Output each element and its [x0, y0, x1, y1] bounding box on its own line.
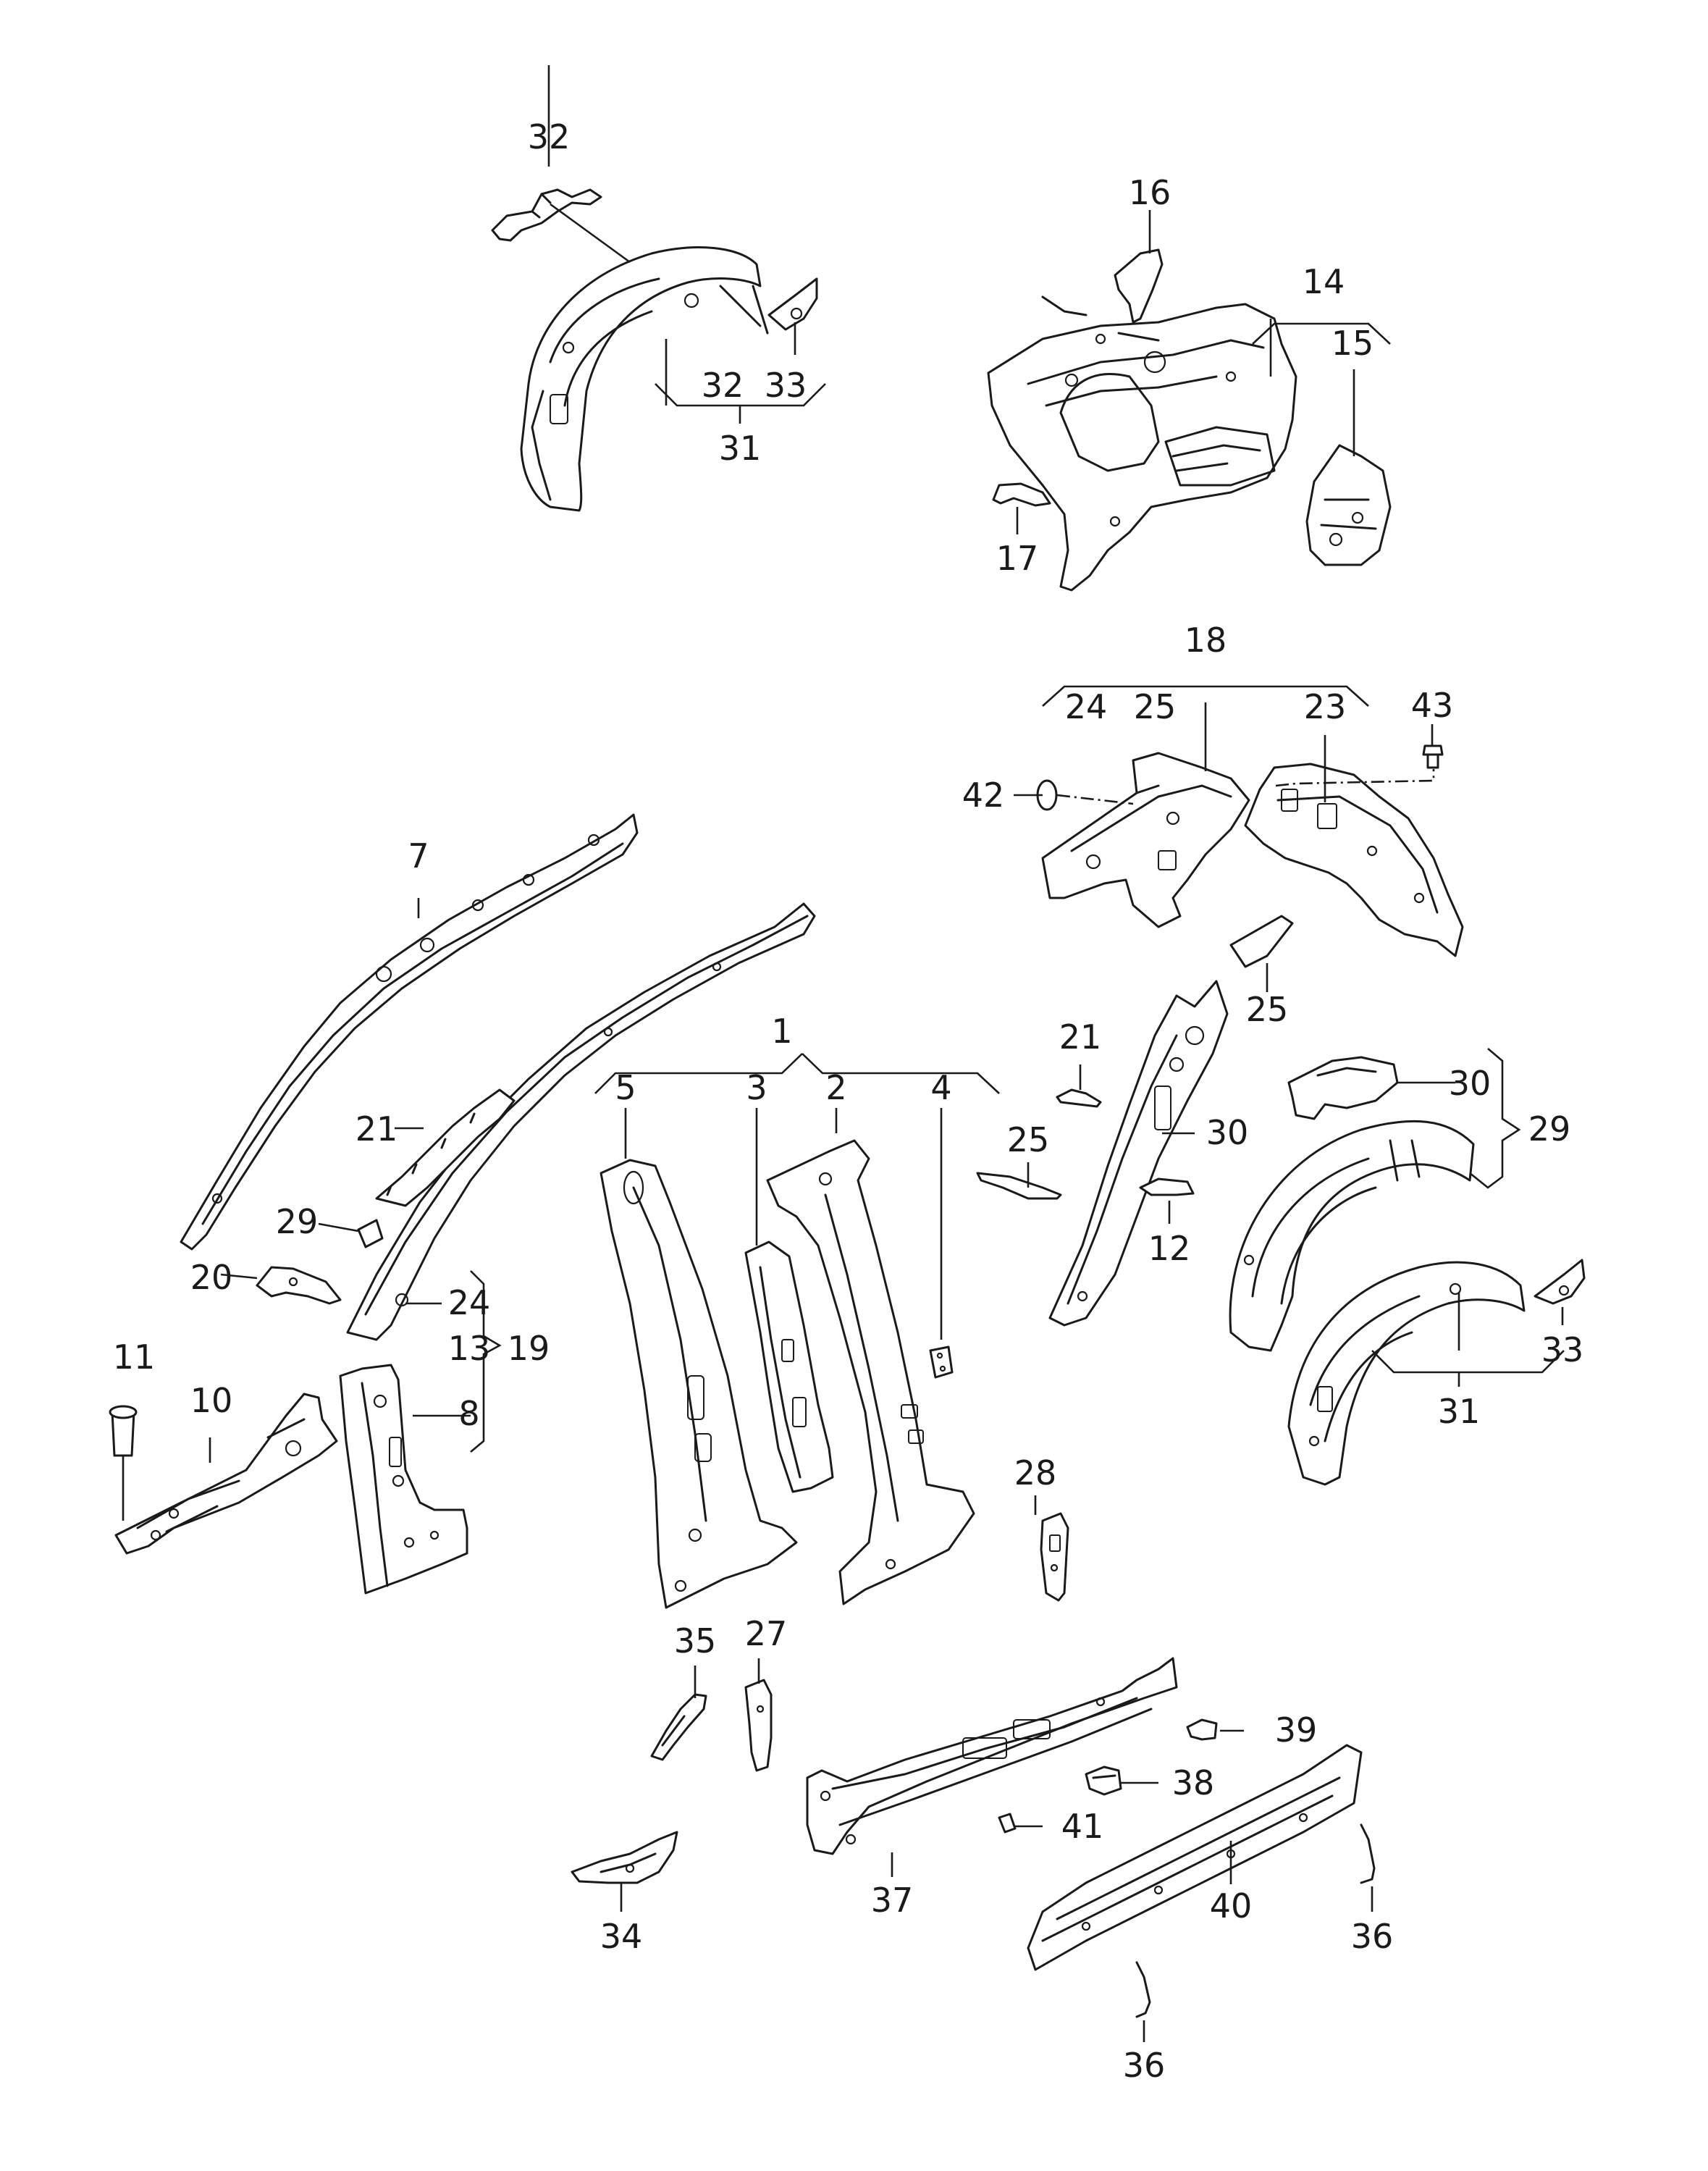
part-43-bolt [1422, 744, 1444, 769]
callout-20: 25 [1007, 1120, 1050, 1159]
callout-39: 39 [1275, 1710, 1318, 1750]
callout-24: 24 [1065, 687, 1108, 726]
callout-10: 10 [190, 1381, 233, 1420]
callout-5: 5 [615, 1068, 636, 1107]
callout-1: 1 [771, 1012, 792, 1051]
callout-32: 32 [702, 366, 744, 405]
part-36-bracket-right [1360, 1823, 1376, 1884]
part-23-longitudinal-member [1244, 763, 1464, 957]
part-8-bracket [256, 1266, 342, 1305]
callout-10: 13 [448, 1329, 491, 1368]
part-39-clip [1186, 1718, 1218, 1741]
part-36-bracket-lower [1135, 1961, 1151, 2018]
part-33-bracket [767, 277, 818, 331]
callout-18: 18 [1185, 621, 1227, 660]
callout-32: 32 [528, 117, 571, 156]
part-13-clip [357, 1219, 384, 1248]
part-21-bracket [1056, 1088, 1102, 1108]
callout-33: 33 [1541, 1330, 1584, 1369]
callout-33: 33 [765, 366, 807, 405]
callout-24: 30 [1206, 1113, 1249, 1152]
part-17-bracket [992, 482, 1051, 507]
callout-21: 21 [1059, 1017, 1102, 1057]
callout-42: 42 [962, 776, 1005, 815]
callout-9: 19 [508, 1329, 550, 1368]
callout-25: 25 [1246, 990, 1289, 1029]
callout-27: 27 [745, 1614, 788, 1653]
callout-38: 38 [1172, 1763, 1215, 1802]
part-24-c-pillar [1048, 980, 1229, 1327]
callout-28: 28 [1014, 1453, 1057, 1492]
part-7-roof-frame-rail [180, 813, 639, 1251]
part-30-bracket [1287, 1056, 1399, 1120]
part-31-wheel-housing-right [1287, 1261, 1526, 1486]
callout-10A: 11 [113, 1338, 156, 1377]
part-34-bracket [571, 1831, 678, 1884]
callout-36: 36 [1351, 1917, 1394, 1956]
callout-34: 34 [600, 1917, 643, 1956]
callout-17: 17 [996, 539, 1039, 578]
part-11-pillar-lower [339, 1364, 468, 1595]
part-14-side-panel-inner [987, 295, 1297, 592]
callout-16: 16 [1129, 173, 1171, 212]
callout-7: 7 [408, 836, 429, 875]
part-33-bracket-right [1534, 1259, 1586, 1305]
callout-23: 23 [1304, 687, 1347, 726]
part-10-longitudinal-member [114, 1393, 338, 1555]
callout-41: 41 [1061, 1807, 1104, 1846]
part-10A-bush [109, 1405, 138, 1457]
callout-3: 3 [746, 1068, 767, 1107]
callout-30: 30 [1449, 1064, 1492, 1103]
part-5-b-pillar-inner [600, 1159, 798, 1609]
part-37-sill-panel [806, 1657, 1178, 1855]
callout-40: 40 [1210, 1886, 1253, 1926]
callout-25: 25 [1134, 687, 1177, 726]
callout-37: 37 [871, 1881, 914, 1920]
callout-15: 15 [1332, 324, 1374, 363]
part-31-wheel-housing [520, 246, 769, 512]
callout-36: 36 [1123, 2046, 1166, 2085]
part-27-bracket [744, 1679, 773, 1772]
part-20-bracket [976, 1172, 1062, 1200]
callout-35: 35 [674, 1621, 717, 1660]
callout-2: 2 [825, 1068, 846, 1107]
part-12-reinforcement [375, 1088, 516, 1207]
callout-14: 14 [1303, 262, 1345, 301]
part-25-upper-panel [1041, 752, 1250, 928]
part-4-clip [929, 1345, 954, 1379]
part-3-reinforcement [744, 1240, 834, 1493]
part-19-bracket [1139, 1177, 1195, 1196]
part-35-bracket [650, 1693, 707, 1761]
callout-19: 12 [1148, 1229, 1191, 1268]
part-41-clip [998, 1813, 1017, 1834]
callout-31: 31 [1438, 1392, 1481, 1431]
part-29-wheel-housing [1229, 1120, 1475, 1352]
part-15-bracket [1305, 444, 1392, 566]
part-38-bracket [1085, 1765, 1122, 1796]
callout-8: 20 [190, 1258, 233, 1297]
callout-4: 4 [930, 1068, 951, 1107]
callout-31: 31 [719, 429, 762, 468]
callout-43: 43 [1411, 686, 1454, 725]
part-2-b-pillar-outer [766, 1139, 975, 1605]
part-28-bracket [1040, 1512, 1069, 1602]
part-16-bracket [1114, 248, 1164, 324]
part-25-bracket-lower [1229, 915, 1294, 968]
callout-11: 24 [448, 1283, 491, 1322]
callout-29: 29 [1528, 1109, 1571, 1149]
callout-12: 8 [458, 1394, 479, 1433]
callout-12: 21 [356, 1109, 398, 1149]
callout-13: 29 [276, 1202, 319, 1241]
part-32-bracket [491, 188, 602, 242]
